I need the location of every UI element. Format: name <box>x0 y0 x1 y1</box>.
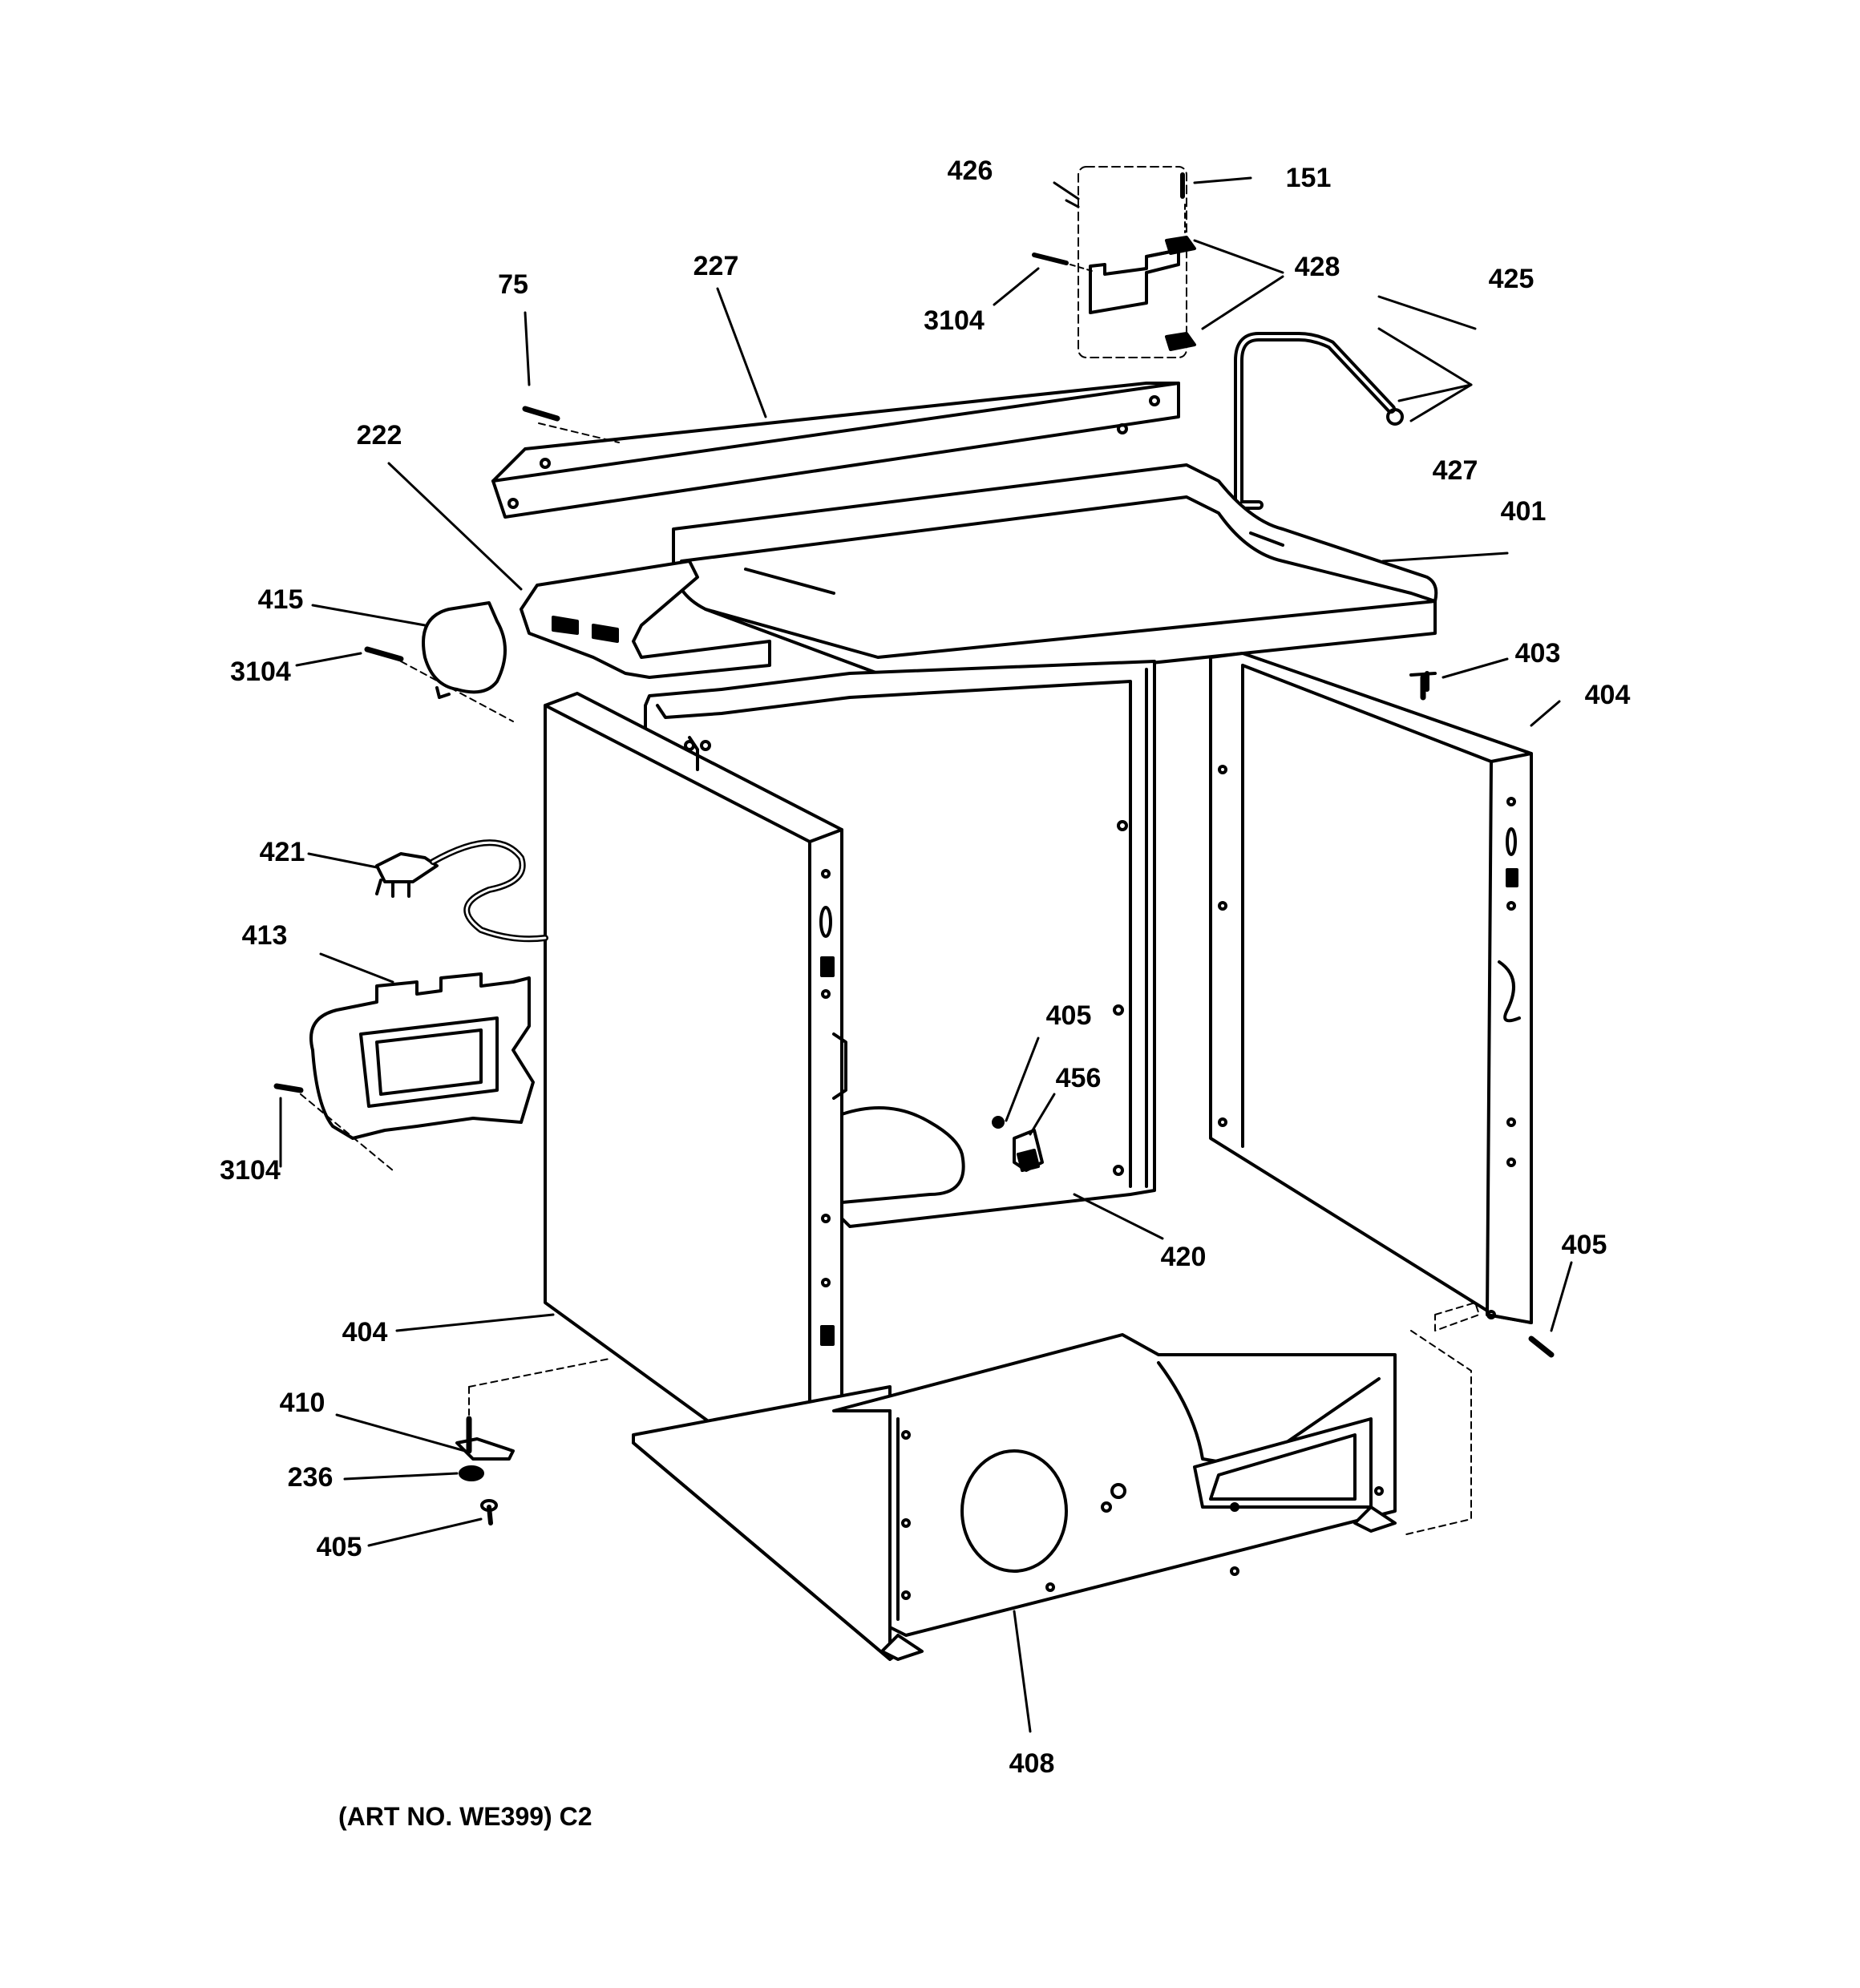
callout-456: 456 <box>1055 1063 1102 1093</box>
callout-222: 222 <box>356 420 402 451</box>
callout-75: 75 <box>498 269 528 300</box>
callout-408: 408 <box>1009 1748 1055 1779</box>
base-frame <box>632 1333 1397 1661</box>
callout-404-right: 404 <box>1584 680 1631 710</box>
art-number: (ART NO. WE399) C2 <box>338 1802 592 1831</box>
callout-427: 427 <box>1432 455 1478 486</box>
callout-401: 401 <box>1500 496 1547 527</box>
right-base-screw <box>1402 1302 1555 1536</box>
callout-425: 425 <box>1488 264 1534 294</box>
small-cover <box>364 601 514 722</box>
access-cover <box>273 972 535 1171</box>
power-cord <box>375 839 548 943</box>
callout-151: 151 <box>1285 163 1332 193</box>
callout-413: 413 <box>241 920 288 951</box>
hinge-bracket-assembly <box>1032 166 1196 358</box>
callout-405-bottom: 405 <box>316 1532 362 1562</box>
callout-421: 421 <box>259 837 305 867</box>
callout-3104-top: 3104 <box>924 305 985 336</box>
callout-426: 426 <box>947 156 993 186</box>
callout-3104-bottom: 3104 <box>220 1155 281 1186</box>
top-panel <box>672 463 1438 691</box>
right-side-panel <box>1209 652 1533 1324</box>
callout-236: 236 <box>287 1462 334 1493</box>
callout-420: 420 <box>1160 1242 1207 1272</box>
callout-415: 415 <box>257 584 304 615</box>
callout-410: 410 <box>279 1388 326 1418</box>
callout-3104-left: 3104 <box>230 657 291 687</box>
callout-leaders <box>279 176 1573 1733</box>
callout-403: 403 <box>1514 638 1561 669</box>
callout-405-right: 405 <box>1561 1230 1607 1260</box>
callout-428: 428 <box>1294 252 1340 282</box>
left-side-panel <box>544 692 847 1497</box>
top-rail <box>491 382 1180 519</box>
callout-405-mid: 405 <box>1045 1000 1092 1031</box>
left-bracket <box>520 560 771 679</box>
leveling-leg-parts <box>455 1358 610 1525</box>
callout-227: 227 <box>693 251 739 281</box>
callout-404-left: 404 <box>342 1317 388 1348</box>
